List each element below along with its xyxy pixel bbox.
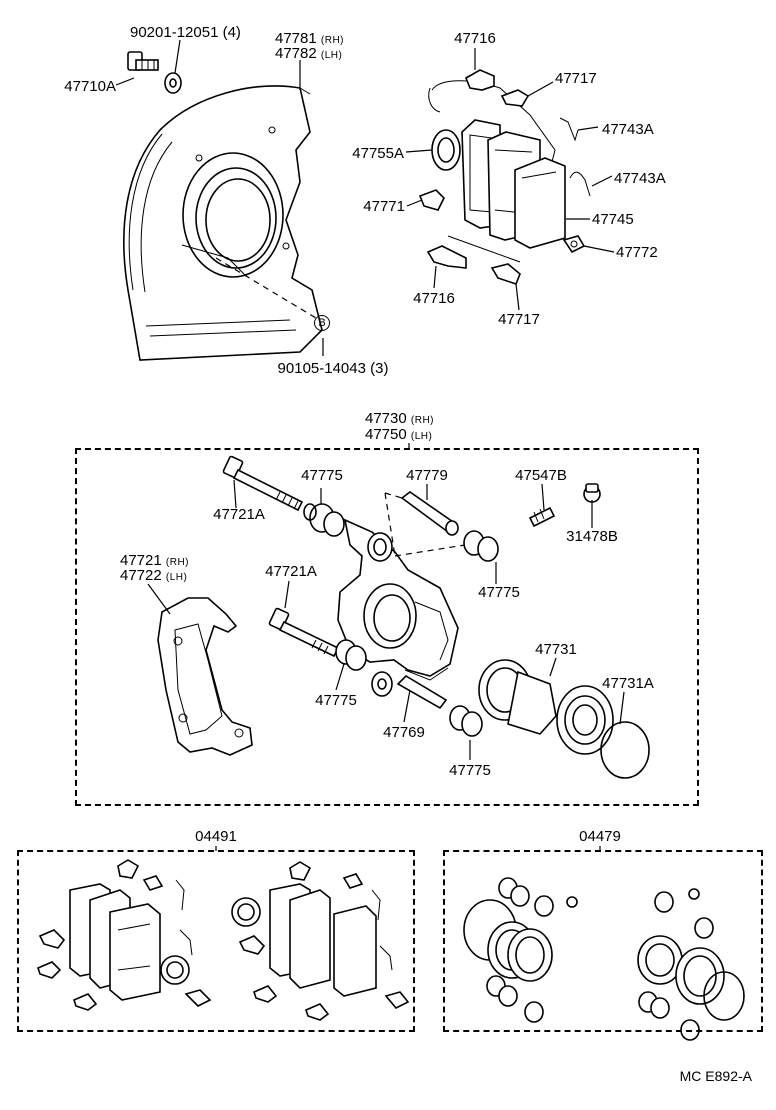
label-47775-3: 47775: [315, 692, 357, 709]
boot-47775-2-drawing: [463, 530, 499, 562]
label-47775-2: 47775: [478, 584, 520, 601]
label-47717-top: 47717: [555, 70, 597, 87]
label-31478B: 31478B: [566, 528, 618, 545]
label-47721A-2: 47721A: [265, 563, 317, 580]
caliper-body-drawing: [337, 518, 459, 697]
boot-47775-3-drawing: [335, 639, 367, 671]
label-caliper-rh-suffix: (RH): [410, 415, 434, 426]
dust-shield-drawing: [123, 85, 323, 361]
footer-code: MC E892-A: [679, 1068, 752, 1084]
caliper-assembly-box: [75, 448, 699, 806]
bolt-47721A-lower-drawing: [268, 607, 340, 658]
label-47769: 47769: [383, 724, 425, 741]
piston-47731-drawing: [478, 659, 614, 755]
label-47771: 47771: [363, 198, 405, 215]
label-47721A-1: 47721A: [213, 506, 265, 523]
boot-47775-1-drawing: [303, 503, 345, 537]
label-47547B: 47547B: [515, 467, 567, 484]
boot-47775-4-drawing: [449, 705, 483, 737]
kit-04491-box: [17, 850, 415, 1032]
label-mount-lh-num: 47722: [120, 567, 162, 584]
label-47716-bot: 47716: [413, 290, 455, 307]
label-mount-lh: 47722 (LH): [120, 567, 187, 586]
label-47717-bot: 47717: [498, 311, 540, 328]
label-47716-top: 47716: [454, 30, 496, 47]
label-mount-rh-num: 47721: [120, 552, 162, 569]
label-shield-rh-num: 47781: [275, 30, 317, 47]
circle-b-marker: B: [314, 315, 330, 331]
label-47779: 47779: [406, 467, 448, 484]
label-47775-4: 47775: [449, 762, 491, 779]
label-shield-rh: 47781 (RH): [275, 30, 344, 49]
pin-47769-drawing: [396, 674, 448, 710]
pad-assembly-drawing: [418, 69, 591, 285]
label-caliper-lh-suffix: (LH): [410, 431, 433, 442]
label-kit-04479: 04479: [579, 828, 621, 845]
kit-04491-drawing: [37, 859, 410, 1021]
label-caliper-lh: 47750 (LH): [365, 426, 432, 445]
label-caliper-rh: 47730 (RH): [365, 410, 434, 429]
label-rh-suffix: (RH): [320, 35, 344, 46]
kit-04479-box: [443, 850, 763, 1032]
label-47731A: 47731A: [602, 675, 654, 692]
bolt-47721A-top-drawing: [222, 455, 304, 512]
label-47745: 47745: [592, 211, 634, 228]
label-bolt-14043: 90105-14043 (3): [277, 360, 389, 377]
label-47743A-2: 47743A: [614, 170, 666, 187]
label-shield-lh: 47782 (LH): [275, 45, 342, 64]
label-lh-suffix: (LH): [320, 50, 343, 61]
pin-47779-drawing: [400, 491, 459, 536]
kit-04479-drawing: [463, 877, 745, 1041]
label-47710A: 47710A: [64, 78, 116, 95]
pin-47710A-drawing: [127, 51, 182, 94]
label-shield-lh-num: 47782: [275, 45, 317, 62]
label-bolt-spec: 90201-12051 (4): [130, 24, 241, 41]
bleeder-47547B-drawing: [528, 506, 556, 528]
label-47743A-1: 47743A: [602, 121, 654, 138]
label-caliper-rh-num: 47730: [365, 410, 407, 427]
label-47775-1: 47775: [301, 467, 343, 484]
mounting-bracket-drawing: [157, 597, 253, 756]
cap-31478B-drawing: [583, 483, 601, 503]
label-mount-lh-suffix: (LH): [165, 572, 188, 583]
label-47731: 47731: [535, 641, 577, 658]
label-mount-rh-suffix: (RH): [165, 557, 189, 568]
label-kit-04491: 04491: [195, 828, 237, 845]
label-mount-rh: 47721 (RH): [120, 552, 189, 571]
label-47755A: 47755A: [352, 145, 404, 162]
seal-47731A-drawing: [600, 721, 650, 779]
label-caliper-lh-num: 47750: [365, 426, 407, 443]
label-47772: 47772: [616, 244, 658, 261]
